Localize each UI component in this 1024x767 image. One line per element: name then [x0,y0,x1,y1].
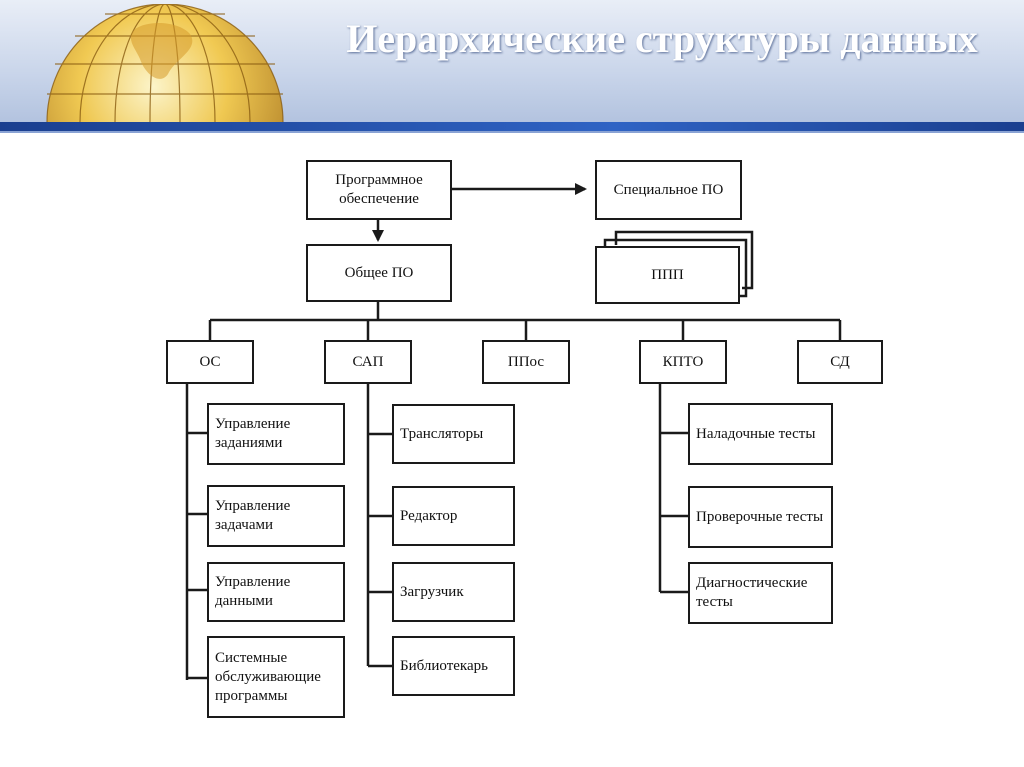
header-stripe [0,122,1024,131]
box-special: Специальное ПО [595,160,742,220]
box-ppp: ППП [595,246,740,304]
box-sap-item-2: Редактор [392,486,515,546]
box-kpto-item-2: Проверочные тесты [688,486,833,548]
box-os-item-3: Управление данными [207,562,345,622]
box-root: Программное обеспечение [306,160,452,220]
box-os: ОС [166,340,254,384]
header-stripe-thin [0,131,1024,133]
box-ppos: ППос [482,340,570,384]
header-banner: Иерархические структуры данных [0,0,1024,133]
box-general: Общее ПО [306,244,452,302]
box-sap-item-4: Библиотекарь [392,636,515,696]
box-os-item-2: Управление задачами [207,485,345,547]
box-sd: СД [797,340,883,384]
box-os-item-4: Системные обслуживающие программы [207,636,345,718]
box-kpto: КПТО [639,340,727,384]
box-os-item-1: Управление заданиями [207,403,345,465]
box-sap: САП [324,340,412,384]
box-sap-item-3: Загрузчик [392,562,515,622]
box-sap-item-1: Трансляторы [392,404,515,464]
box-kpto-item-3: Диагностические тесты [688,562,833,624]
box-kpto-item-1: Наладочные тесты [688,403,833,465]
page-title: Иерархические структуры данных [346,16,978,61]
